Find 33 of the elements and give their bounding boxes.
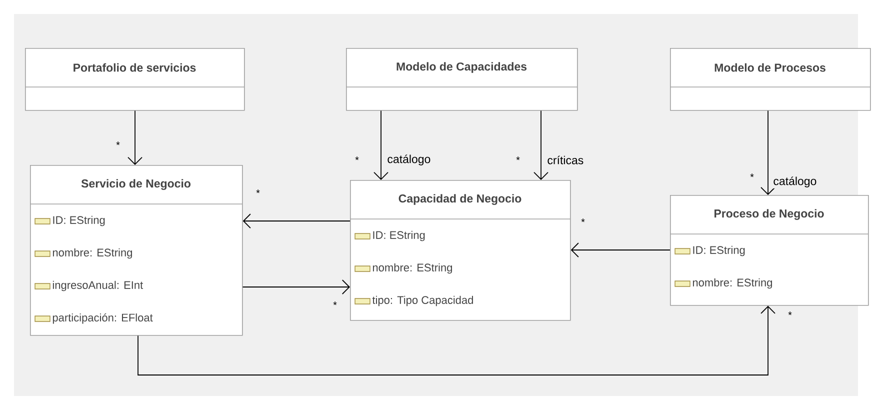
attribute-text: tipo: Tipo Capacidad — [372, 296, 473, 306]
attribute-text: ID: EString — [53, 216, 105, 226]
edge-label: catálogo — [772, 176, 818, 188]
class-box: Proceso de Negocio ID: EString nombre: EString — [670, 195, 869, 306]
multiplicity-label: * — [516, 156, 520, 160]
multiplicity-label: * — [256, 190, 260, 194]
attribute-text: participación: EFloat — [52, 313, 153, 324]
attribute-text: nombre: EString — [52, 248, 132, 259]
class-box: Portafolio de servicios — [24, 48, 245, 111]
multiplicity-label: * — [333, 302, 337, 306]
class-box: Modelo de Procesos — [670, 48, 871, 111]
arrow — [128, 110, 142, 165]
attribute-text: nombre: EString — [692, 278, 772, 289]
multiplicity-label: * — [116, 142, 120, 146]
attribute-text: ID: EString — [693, 246, 745, 256]
arrow — [242, 280, 350, 294]
class-box: Modelo de Capacidades — [346, 48, 578, 111]
multiplicity-label: * — [581, 218, 585, 222]
edge-label: catálogo — [386, 154, 432, 166]
arrow — [760, 110, 776, 195]
attribute-text: ID: EString — [373, 230, 425, 242]
edge-label: críticas — [546, 154, 585, 166]
class-box: Servicio de Negocio ID: EString nombre: EString ingresoAnual: EInt participación: EFloat — [30, 165, 243, 336]
arrow — [374, 110, 388, 180]
arrow — [242, 214, 350, 228]
arrow — [570, 242, 670, 258]
class-box: Capacidad de Negocio ID: EString nombre: EString tipo: Tipo Capacidad — [350, 180, 571, 321]
attribute-text: ingresoAnual: EInt — [52, 280, 144, 292]
arrow — [534, 110, 548, 180]
multiplicity-label: * — [750, 174, 754, 178]
multiplicity-label: * — [355, 156, 359, 160]
attribute-text: nombre: EString — [372, 263, 452, 274]
arrow — [138, 306, 776, 376]
